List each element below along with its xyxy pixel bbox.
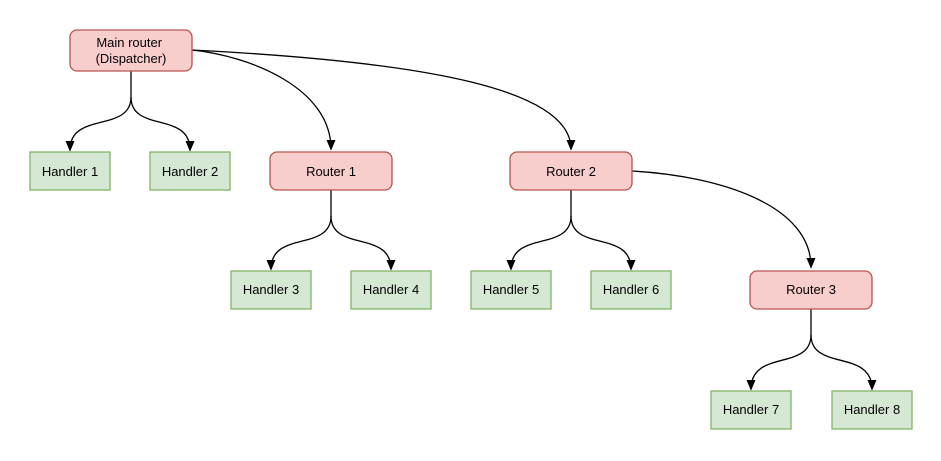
handler-7-label: Handler 7 — [723, 402, 779, 417]
router-1-box — [269, 151, 393, 191]
edge-main-router-to-handler-2 — [130, 96, 195, 152]
edge-router-2-to-router-3 — [631, 170, 816, 269]
handler-5-label: Handler 5 — [483, 282, 539, 297]
node-router-2: Router 2 — [509, 151, 633, 191]
handler-7-box — [710, 390, 792, 430]
handler-8-label: Handler 8 — [844, 402, 900, 417]
handler-3-box — [230, 270, 312, 310]
handler-2-label: Handler 2 — [162, 164, 218, 179]
handler-nodes: Handler 1 Handler 2 Handler 3 Handler 4 … — [29, 151, 913, 430]
router-2-box — [509, 151, 633, 191]
node-handler-7: Handler 7 — [710, 390, 792, 430]
handler-3-label: Handler 3 — [243, 282, 299, 297]
node-handler-2: Handler 2 — [149, 151, 231, 191]
edge-main-router-to-router-2 — [191, 49, 576, 151]
router-2-label: Router 2 — [546, 164, 596, 179]
handler-4-box — [350, 270, 432, 310]
edge-router-2-to-handler-6 — [570, 215, 636, 271]
router-3-label: Router 3 — [786, 282, 836, 297]
edge-router-3-to-handler-8 — [810, 334, 877, 391]
handler-6-label: Handler 6 — [603, 282, 659, 297]
node-handler-5: Handler 5 — [470, 270, 552, 310]
node-handler-8: Handler 8 — [831, 390, 913, 430]
handler-1-box — [29, 151, 111, 191]
edge-main-router-to-handler-1 — [65, 96, 132, 152]
handler-1-label: Handler 1 — [42, 164, 98, 179]
edge-router-1-to-handler-3 — [266, 215, 332, 271]
edge-main-router-to-router-1 — [191, 49, 336, 151]
edge-router-3-to-handler-7 — [746, 334, 812, 391]
handler-5-box — [470, 270, 552, 310]
main-router-label: Main router (Dispatcher) — [96, 35, 167, 66]
main-router-box — [69, 29, 193, 72]
router-nodes: Main router (Dispatcher) Router 1 Router… — [69, 29, 873, 310]
node-router-1: Router 1 — [269, 151, 393, 191]
node-handler-6: Handler 6 — [590, 270, 672, 310]
router-1-label: Router 1 — [306, 164, 356, 179]
handler-4-label: Handler 4 — [363, 282, 419, 297]
edges — [65, 49, 877, 391]
handler-6-box — [590, 270, 672, 310]
node-router-3: Router 3 — [749, 270, 873, 310]
router-3-box — [749, 270, 873, 310]
handler-2-box — [149, 151, 231, 191]
node-handler-3: Handler 3 — [230, 270, 312, 310]
handler-8-box — [831, 390, 913, 430]
node-main-router: Main router (Dispatcher) — [69, 29, 193, 72]
edge-router-1-to-handler-4 — [330, 215, 396, 271]
edge-router-2-to-handler-5 — [506, 215, 572, 271]
node-handler-1: Handler 1 — [29, 151, 111, 191]
node-handler-4: Handler 4 — [350, 270, 432, 310]
